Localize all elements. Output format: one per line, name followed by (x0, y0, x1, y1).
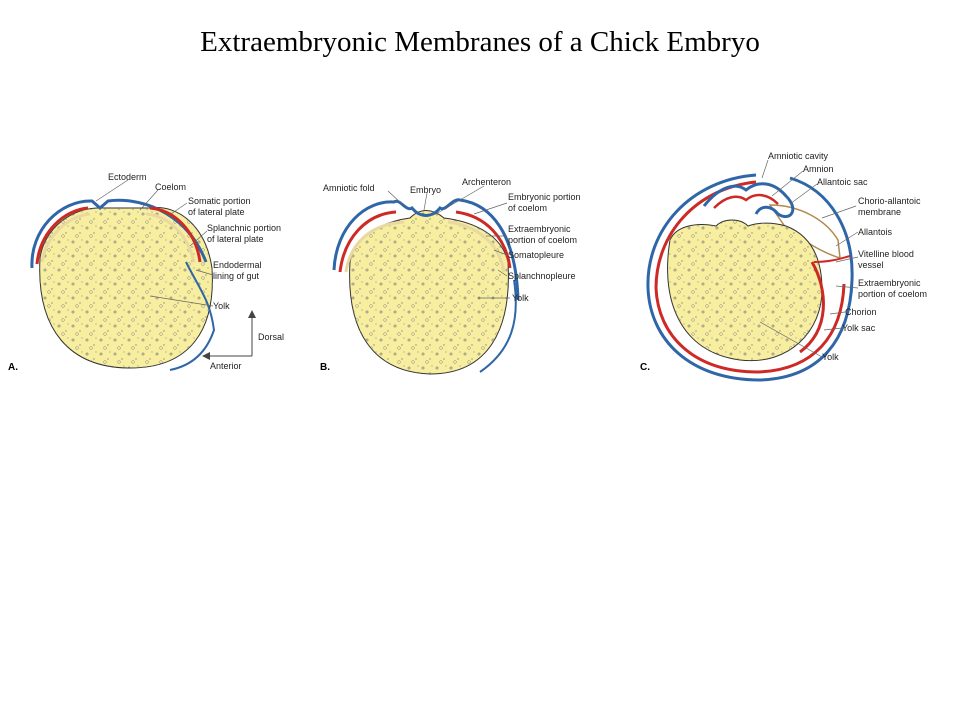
label-amnion: Amnion (803, 164, 834, 174)
slide-title: Extraembryonic Membranes of a Chick Embr… (200, 26, 760, 58)
label-chorion: Chorion (845, 307, 877, 317)
yolk-rim-b (479, 279, 517, 373)
label-yolk-a: Yolk (213, 301, 230, 311)
label-embryo: Embryo (410, 185, 441, 195)
somatic-layer-a (35, 206, 202, 265)
chorion-c (646, 173, 854, 382)
panel-b: B. Amniotic fold Embryo Archenteron Embr… (320, 177, 581, 375)
splanchnopleure-b (344, 220, 506, 273)
chorion-red-c (654, 180, 846, 374)
label-ectoderm: Ectoderm (108, 172, 147, 182)
yolk-sac-c (799, 261, 825, 354)
label-anterior: Anterior (210, 361, 242, 371)
amnion-c (702, 182, 795, 219)
label-archenteron: Archenteron (462, 177, 511, 187)
label-amniotic-fold: Amniotic fold (323, 183, 375, 193)
label-yolk-c: Yolk (822, 352, 839, 362)
ectoderm-layer-a (30, 198, 208, 269)
extraembryonic-coelom-b (338, 210, 512, 273)
label-coelom-a: Coelom (155, 182, 186, 192)
label-allantoic-sac: Allantoic sac (817, 177, 868, 187)
yolk-rim-a (169, 261, 216, 371)
panel-letter-c: C. (640, 362, 650, 373)
panel-letter-b: B. (320, 362, 330, 373)
amnion-inner-c (713, 193, 779, 209)
vitelline-vessel-c (813, 255, 851, 263)
label-amniotic-cavity: Amniotic cavity (768, 151, 829, 161)
label-allantois: Allantois (858, 227, 893, 237)
panel-letter-a: A. (8, 362, 18, 373)
label-yolk-sac: Yolk sac (842, 323, 876, 333)
label-somatopleure: Somatopleure (508, 250, 564, 260)
panel-c: C. Amniotic cavity Amnion Allantoic sac … (640, 151, 927, 382)
label-dorsal: Dorsal (258, 332, 284, 342)
splanchnic-layer-a (40, 212, 196, 263)
label-splanchnopleure: Splanchnopleure (508, 271, 576, 281)
label-yolk-b: Yolk (512, 293, 529, 303)
